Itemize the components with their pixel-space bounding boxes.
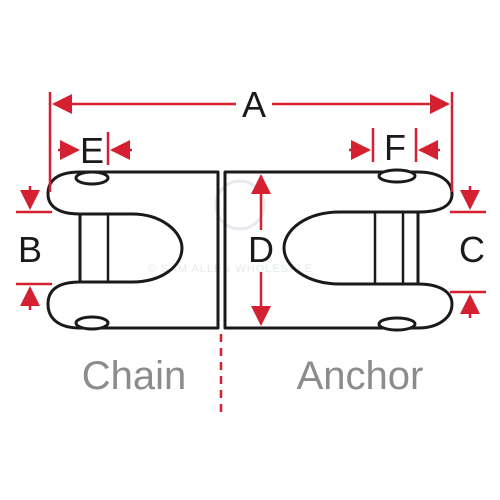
anchor-jaw xyxy=(282,210,418,286)
chain-outline xyxy=(46,170,220,330)
anchor-pin-head-bottom xyxy=(377,316,417,332)
dim-label-d: D xyxy=(248,229,274,270)
chain-pin-head-bottom xyxy=(74,315,110,331)
watermark-text: © SAM ALLEN WHOLESALE xyxy=(148,263,313,275)
dim-label-e: E xyxy=(80,130,104,171)
dim-label-b: B xyxy=(18,229,42,270)
dimension-lines xyxy=(16,92,486,412)
chain-pin xyxy=(78,212,110,284)
anchor-pin xyxy=(373,210,405,286)
watermark: © SAM ALLEN WHOLESALE xyxy=(148,179,313,275)
chain-jaw xyxy=(80,212,184,284)
dim-label-f: F xyxy=(384,127,406,168)
chain-pin-head-top xyxy=(74,170,110,186)
anchor-half xyxy=(223,168,454,332)
anchor-pin-head-top xyxy=(377,168,417,184)
dim-label-c: C xyxy=(459,229,485,270)
watermark-logo-icon xyxy=(214,179,266,231)
dim-label-a: A xyxy=(242,84,266,125)
part-label-chain: Chain xyxy=(82,354,187,398)
chain-half xyxy=(46,170,220,331)
part-label-anchor: Anchor xyxy=(297,354,424,398)
